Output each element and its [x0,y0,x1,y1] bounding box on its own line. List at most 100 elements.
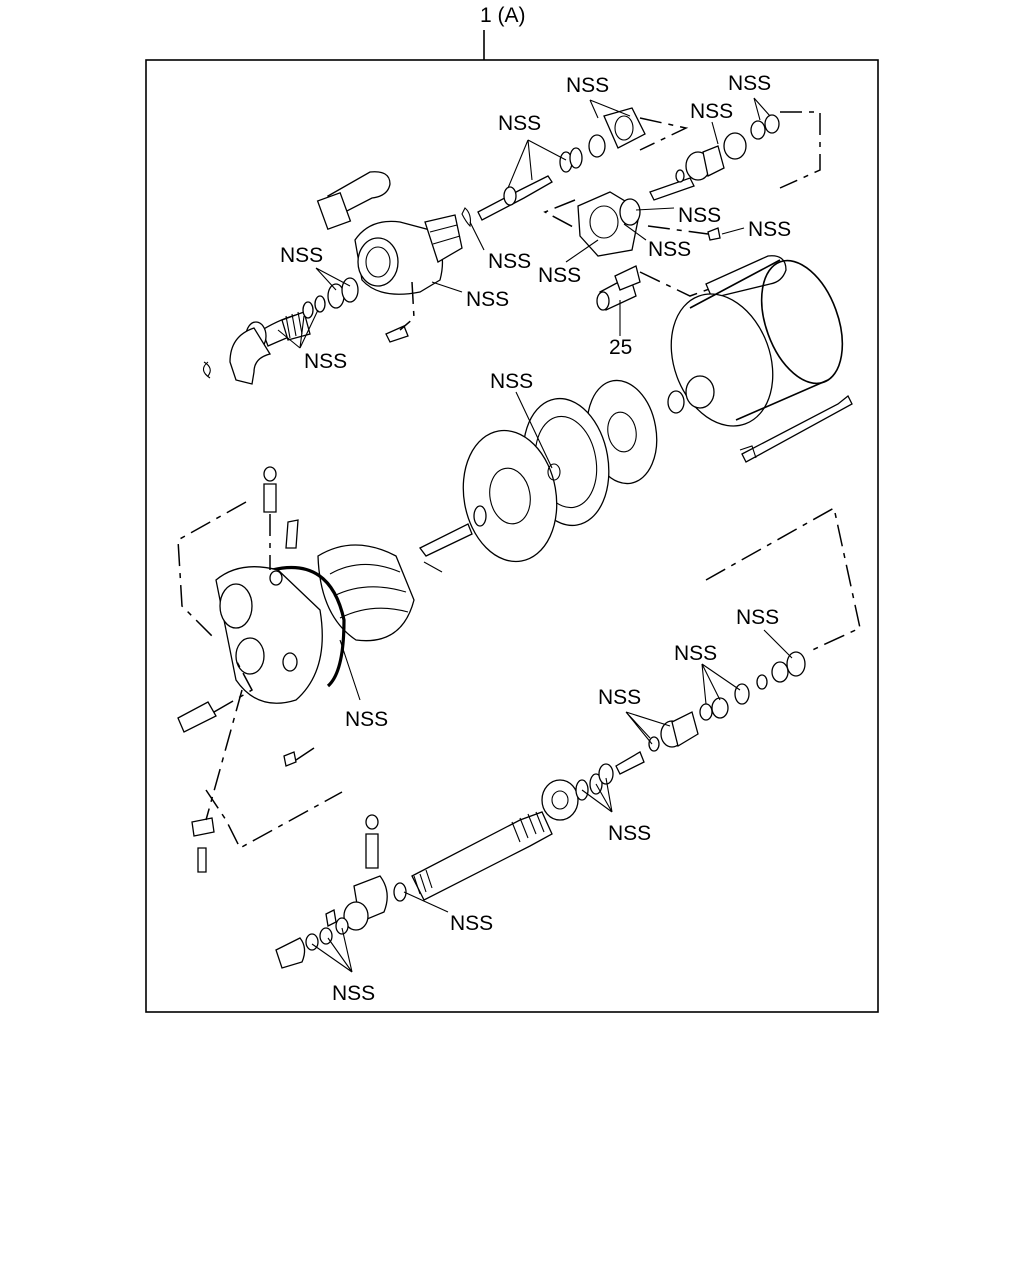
large-boot-folds [329,563,409,619]
valve-body-small [671,711,699,748]
housing-bore [357,237,399,287]
callout-labels: NSS NSS NSS NSS NSS NSS NSS NSS NSS NSS … [280,72,791,1005]
bleed-nipple [325,909,337,927]
shaft-ring-c [598,763,614,785]
bracket-right-dash [779,111,821,189]
shell-sides [689,259,829,421]
rod-collar [503,186,517,206]
callout-nss: NSS [280,244,323,267]
sleeve-25b [614,265,641,291]
callout-nss: NSS [728,72,771,95]
valve-stem [615,751,645,775]
assembly-label: 1 (A) [480,4,526,27]
callout-nss: NSS [488,250,531,273]
shaft-dash-bracket [705,506,861,653]
pin [285,519,299,549]
housing-port-a [219,583,253,629]
bolt-dash [399,281,415,331]
back-plate [462,429,558,563]
valve-cap [711,697,729,719]
leader-nss-10 [623,223,647,241]
callout-nss: NSS [466,288,509,311]
back-plate-hole [547,463,561,481]
washer-b [314,295,326,313]
fitting-nipple [177,701,217,733]
top-valve-group [202,107,821,385]
shell-front-rim [760,259,844,385]
callout-25: 25 [609,336,632,359]
boot-clip [461,207,471,228]
tie-rod-thread [739,445,757,459]
cover-plate-top [603,107,646,149]
housing-port-b [235,637,265,675]
shaft-threads [511,811,545,843]
spring-cap [723,132,747,160]
seal-d [341,277,359,303]
left-dash-bracket [177,501,247,637]
callout-nss: NSS [332,982,375,1005]
copper-washer-a [335,917,349,935]
lower-dash-bracket [205,789,343,850]
banjo-eye [343,901,369,931]
sleeve-25a-end [596,291,610,311]
callout-nss: NSS [674,642,717,665]
banjo-washer [393,882,407,902]
sleeve-body [702,145,725,177]
piston-plate-hub [607,411,637,453]
leader-nss-20 [311,927,353,973]
small-boot-folds [429,224,461,245]
bleeder-bolt [263,483,277,513]
back-plate-hub [489,467,531,525]
shaft-ring [675,169,685,183]
callout-nss: NSS [690,100,733,123]
leader-nss-8 [277,309,319,349]
shaft-middle [649,177,695,201]
drum-group [177,259,853,873]
callout-nss: NSS [608,822,651,845]
banjo-bolt [365,833,379,869]
housing-bore-inner [365,246,391,278]
end-ring-a [771,661,789,683]
seal-b [569,147,583,169]
screw-a [191,817,215,837]
lower-shaft-group [275,506,861,969]
callout-nss: NSS [490,370,533,393]
nut-a [302,301,314,319]
banjo-bolt-cap [365,814,379,830]
shaft-threads-end [413,869,433,895]
valve-seal [734,683,750,705]
vertical-dash [205,689,243,821]
bracket-flange-dash [543,199,576,229]
leader-nss-14 [339,639,361,701]
shaft-nut [541,779,579,821]
leader-nss-16 [701,663,741,705]
leader-nss-4 [753,97,771,121]
leader-nss-7 [431,281,463,293]
drum-washer [667,390,685,414]
small-bolt [385,325,409,343]
union-bolt [275,937,306,969]
housing-stud [282,652,298,672]
callout-nss: NSS [345,708,388,731]
bracket-top-dash [639,117,689,151]
screw-b [197,847,207,873]
stem-ring [648,736,660,752]
washer-a [588,134,606,158]
flange-center [589,205,619,239]
callout-nss: NSS [678,204,721,227]
leader-nss-13 [515,391,553,469]
housing-nut [283,751,297,767]
small-boot [424,214,463,263]
flange-seal [619,198,641,226]
pushrod-washer [473,505,487,527]
ring-b [764,114,780,134]
leader-nss-5 [315,267,351,291]
leader-nss-6 [469,221,485,251]
valve-washer [699,703,713,721]
callout-nss: NSS [748,218,791,241]
pushrod [419,523,473,557]
leader-nss-15 [763,629,793,659]
hose-clip [202,361,211,379]
pushrod-tip [423,561,443,573]
